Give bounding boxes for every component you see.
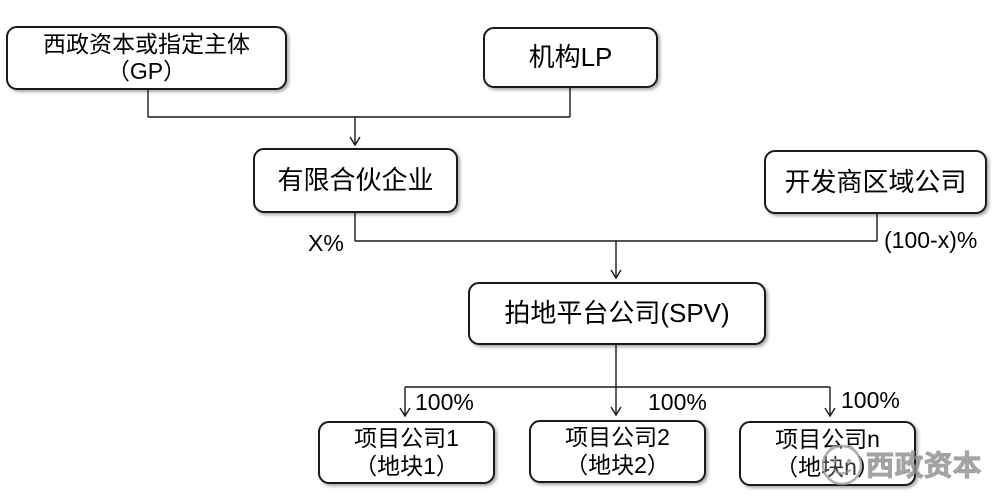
- node-project-company-2: 项目公司2 （地块2）: [529, 420, 706, 483]
- node-gp-line1: 西政资本或指定主体: [43, 30, 250, 57]
- label-100-percent-project1: 100%: [415, 389, 474, 415]
- node-project-company-n: 项目公司n （地块n）: [739, 421, 916, 486]
- watermark-text: 西政资本: [865, 450, 983, 482]
- node-project1-line2: （地块1）: [354, 452, 459, 479]
- node-limited-partnership: 有限合伙企业: [253, 148, 458, 213]
- node-developer-label: 开发商区域公司: [784, 166, 967, 197]
- node-project2-line1: 项目公司2: [565, 424, 670, 451]
- wechat-face-logo-icon: [821, 444, 863, 486]
- node-gp-line2: （GP）: [106, 58, 187, 84]
- node-project2-line2: （地块2）: [565, 451, 670, 478]
- label-100-minus-x-percent: (100-x)%: [884, 227, 978, 253]
- label-x-percent: X%: [308, 230, 344, 256]
- node-lp-label: 机构LP: [528, 42, 613, 73]
- node-project1-line1: 项目公司1: [354, 425, 459, 452]
- watermark: 西政资本: [818, 440, 982, 488]
- node-project-company-1: 项目公司1 （地块1）: [318, 421, 495, 484]
- node-lp: 机构LP: [483, 27, 658, 88]
- node-projectn-line1: 项目公司n: [775, 426, 880, 453]
- node-spv-platform-company: 拍地平台公司(SPV): [468, 282, 766, 345]
- label-100-percent-project2: 100%: [648, 389, 707, 415]
- node-gp: 西政资本或指定主体 （GP）: [6, 26, 287, 90]
- node-projectn-line2: （地块n）: [775, 454, 880, 481]
- node-spv-label: 拍地平台公司(SPV): [504, 298, 730, 329]
- label-100-percent-projectn: 100%: [841, 387, 900, 413]
- node-developer-regional-company: 开发商区域公司: [764, 150, 987, 214]
- node-limited-partnership-label: 有限合伙企业: [277, 165, 434, 196]
